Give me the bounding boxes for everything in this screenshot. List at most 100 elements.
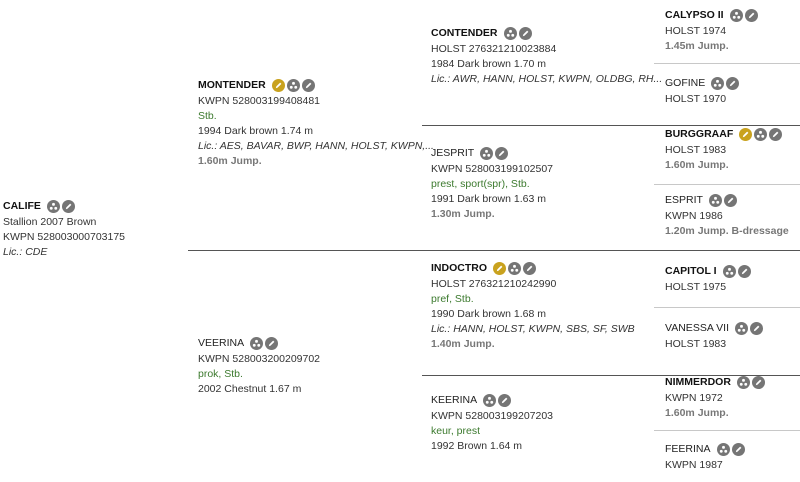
registration-number: HOLST 1983 <box>665 338 727 350</box>
predicates: prok, Stb. <box>198 368 243 380</box>
pen-icon[interactable] <box>739 127 753 141</box>
horse-name-link[interactable]: CONTENDER <box>431 26 498 39</box>
family-tree-icon[interactable] <box>286 78 300 92</box>
registration-number: HOLST 1974 <box>665 25 727 37</box>
horse-name-link[interactable]: GOFINE <box>665 76 706 89</box>
horse-name-link[interactable]: BURGGRAAF <box>665 127 734 140</box>
edit-icon[interactable] <box>301 78 315 92</box>
edit-icon[interactable] <box>750 321 763 335</box>
horse-card-esprit: ESPRIT KWPN 1986 1.20m Jump. B-dressage <box>665 191 789 239</box>
edit-icon[interactable] <box>61 199 75 213</box>
licences: Lic.: AWR, HANN, HOLST, KWPN, OLDBG, RH.… <box>431 73 663 85</box>
family-tree-icon[interactable] <box>503 26 517 40</box>
family-tree-icon[interactable] <box>711 76 725 90</box>
pen-icon[interactable] <box>271 78 285 92</box>
family-tree-icon[interactable] <box>483 393 497 407</box>
edit-icon[interactable] <box>737 264 751 278</box>
horse-details: 1990 Dark brown 1.68 m <box>431 308 546 320</box>
horse-card-veerina: VEERINA KWPN 528003200209702 prok, Stb. … <box>198 334 320 397</box>
edit-icon[interactable] <box>498 393 512 407</box>
edit-icon[interactable] <box>769 127 783 141</box>
horse-name-link[interactable]: ESPRIT <box>665 193 703 206</box>
performance: 1.60m Jump. <box>198 155 262 167</box>
edit-icon[interactable] <box>523 261 536 275</box>
horse-card-montender: MONTENDER KWPN 528003199408481 Stb. 1994… <box>198 76 434 169</box>
registration-number: KWPN 528003000703175 <box>3 231 126 243</box>
performance: 1.20m Jump. B-dressage <box>665 225 789 237</box>
horse-details: Stallion 2007 Brown <box>3 216 97 228</box>
family-tree-icon[interactable] <box>508 261 521 275</box>
horse-name-link[interactable]: JESPRIT <box>431 146 475 159</box>
family-tree-icon[interactable] <box>729 8 743 22</box>
performance: 1.40m Jump. <box>431 338 495 350</box>
family-tree-icon[interactable] <box>250 336 264 350</box>
horse-card-keerina: KEERINA KWPN 528003199207203 keur, prest… <box>431 391 553 454</box>
edit-icon[interactable] <box>731 442 745 456</box>
licences: Lic.: AES, BAVAR, BWP, HANN, HOLST, KWPN… <box>198 140 434 152</box>
family-tree-icon[interactable] <box>716 442 730 456</box>
horse-card-capitol: CAPITOL I HOLST 1975 <box>665 262 751 295</box>
family-tree-icon[interactable] <box>754 127 768 141</box>
horse-name-link[interactable]: CALIFE <box>3 199 41 212</box>
edit-icon[interactable] <box>265 336 279 350</box>
registration-number: KWPN 528003200209702 <box>198 353 321 365</box>
family-tree-icon[interactable] <box>735 321 748 335</box>
registration-number: HOLST 1983 <box>665 144 727 156</box>
registration-number: KWPN 1987 <box>665 459 723 471</box>
horse-name-link[interactable]: VANESSA VII <box>665 321 729 334</box>
horse-details: 2002 Chestnut 1.67 m <box>198 383 302 395</box>
predicates: Stb. <box>198 110 217 122</box>
licences: Lic.: CDE <box>3 246 48 258</box>
horse-name-link[interactable]: KEERINA <box>431 393 478 406</box>
horse-name-link[interactable]: CALYPSO II <box>665 8 724 21</box>
horse-card-vanessa: VANESSA VII HOLST 1983 <box>665 319 763 352</box>
registration-number: KWPN 528003199102507 <box>431 163 554 175</box>
horse-name-link[interactable]: FEERINA <box>665 442 711 455</box>
pen-icon[interactable] <box>493 261 506 275</box>
horse-details: 1984 Dark brown 1.70 m <box>431 58 546 70</box>
edit-icon[interactable] <box>723 193 737 207</box>
horse-card-indoctro: INDOCTRO HOLST 276321210242990 pref, Stb… <box>431 259 635 352</box>
horse-card-burggraaf: BURGGRAAF HOLST 1983 1.60m Jump. <box>665 125 783 173</box>
horse-name-link[interactable]: VEERINA <box>198 336 245 349</box>
horse-card-gofine: GOFINE HOLST 1970 <box>665 74 740 107</box>
family-tree-icon[interactable] <box>480 146 494 160</box>
registration-number: KWPN 1986 <box>665 210 723 222</box>
edit-icon[interactable] <box>495 146 509 160</box>
performance: 1.60m Jump. <box>665 159 729 171</box>
licences: Lic.: HANN, HOLST, KWPN, SBS, SF, SWB <box>431 323 635 335</box>
performance: 1.30m Jump. <box>431 208 495 220</box>
predicates: keur, prest <box>431 425 481 437</box>
horse-details: 1994 Dark brown 1.74 m <box>198 125 313 137</box>
family-tree-icon[interactable] <box>708 193 722 207</box>
horse-card-feerina: FEERINA KWPN 1987 <box>665 440 745 473</box>
registration-number: HOLST 1975 <box>665 281 727 293</box>
horse-name-link[interactable]: CAPITOL I <box>665 264 717 277</box>
registration-number: HOLST 276321210242990 <box>431 278 557 290</box>
edit-icon[interactable] <box>518 26 532 40</box>
registration-number: KWPN 528003199408481 <box>198 95 321 107</box>
predicates: prest, sport(spr), Stb. <box>431 178 530 190</box>
horse-details: 1991 Dark brown 1.63 m <box>431 193 546 205</box>
family-tree-icon[interactable] <box>722 264 736 278</box>
horse-card-calypso: CALYPSO II HOLST 1974 1.45m Jump. <box>665 6 758 54</box>
horse-name-link[interactable]: MONTENDER <box>198 78 266 91</box>
horse-card-jesprit: JESPRIT KWPN 528003199102507 prest, spor… <box>431 144 553 222</box>
horse-name-link[interactable]: INDOCTRO <box>431 261 487 274</box>
family-tree-icon[interactable] <box>736 375 750 389</box>
family-tree-icon[interactable] <box>46 199 60 213</box>
horse-card-nimmerdor: NIMMERDOR KWPN 1972 1.60m Jump. <box>665 373 765 421</box>
horse-name-link[interactable]: NIMMERDOR <box>665 375 731 388</box>
predicates: pref, Stb. <box>431 293 474 305</box>
edit-icon[interactable] <box>751 375 765 389</box>
performance: 1.60m Jump. <box>665 407 729 419</box>
edit-icon[interactable] <box>744 8 758 22</box>
performance: 1.45m Jump. <box>665 40 729 52</box>
horse-card-contender: CONTENDER HOLST 276321210023884 1984 Dar… <box>431 24 662 87</box>
registration-number: HOLST 276321210023884 <box>431 43 557 55</box>
horse-card-calife: CALIFE Stallion 2007 Brown KWPN 52800300… <box>3 197 125 260</box>
registration-number: KWPN 1972 <box>665 392 723 404</box>
horse-details: 1992 Brown 1.64 m <box>431 440 523 452</box>
edit-icon[interactable] <box>726 76 740 90</box>
registration-number: KWPN 528003199207203 <box>431 410 554 422</box>
